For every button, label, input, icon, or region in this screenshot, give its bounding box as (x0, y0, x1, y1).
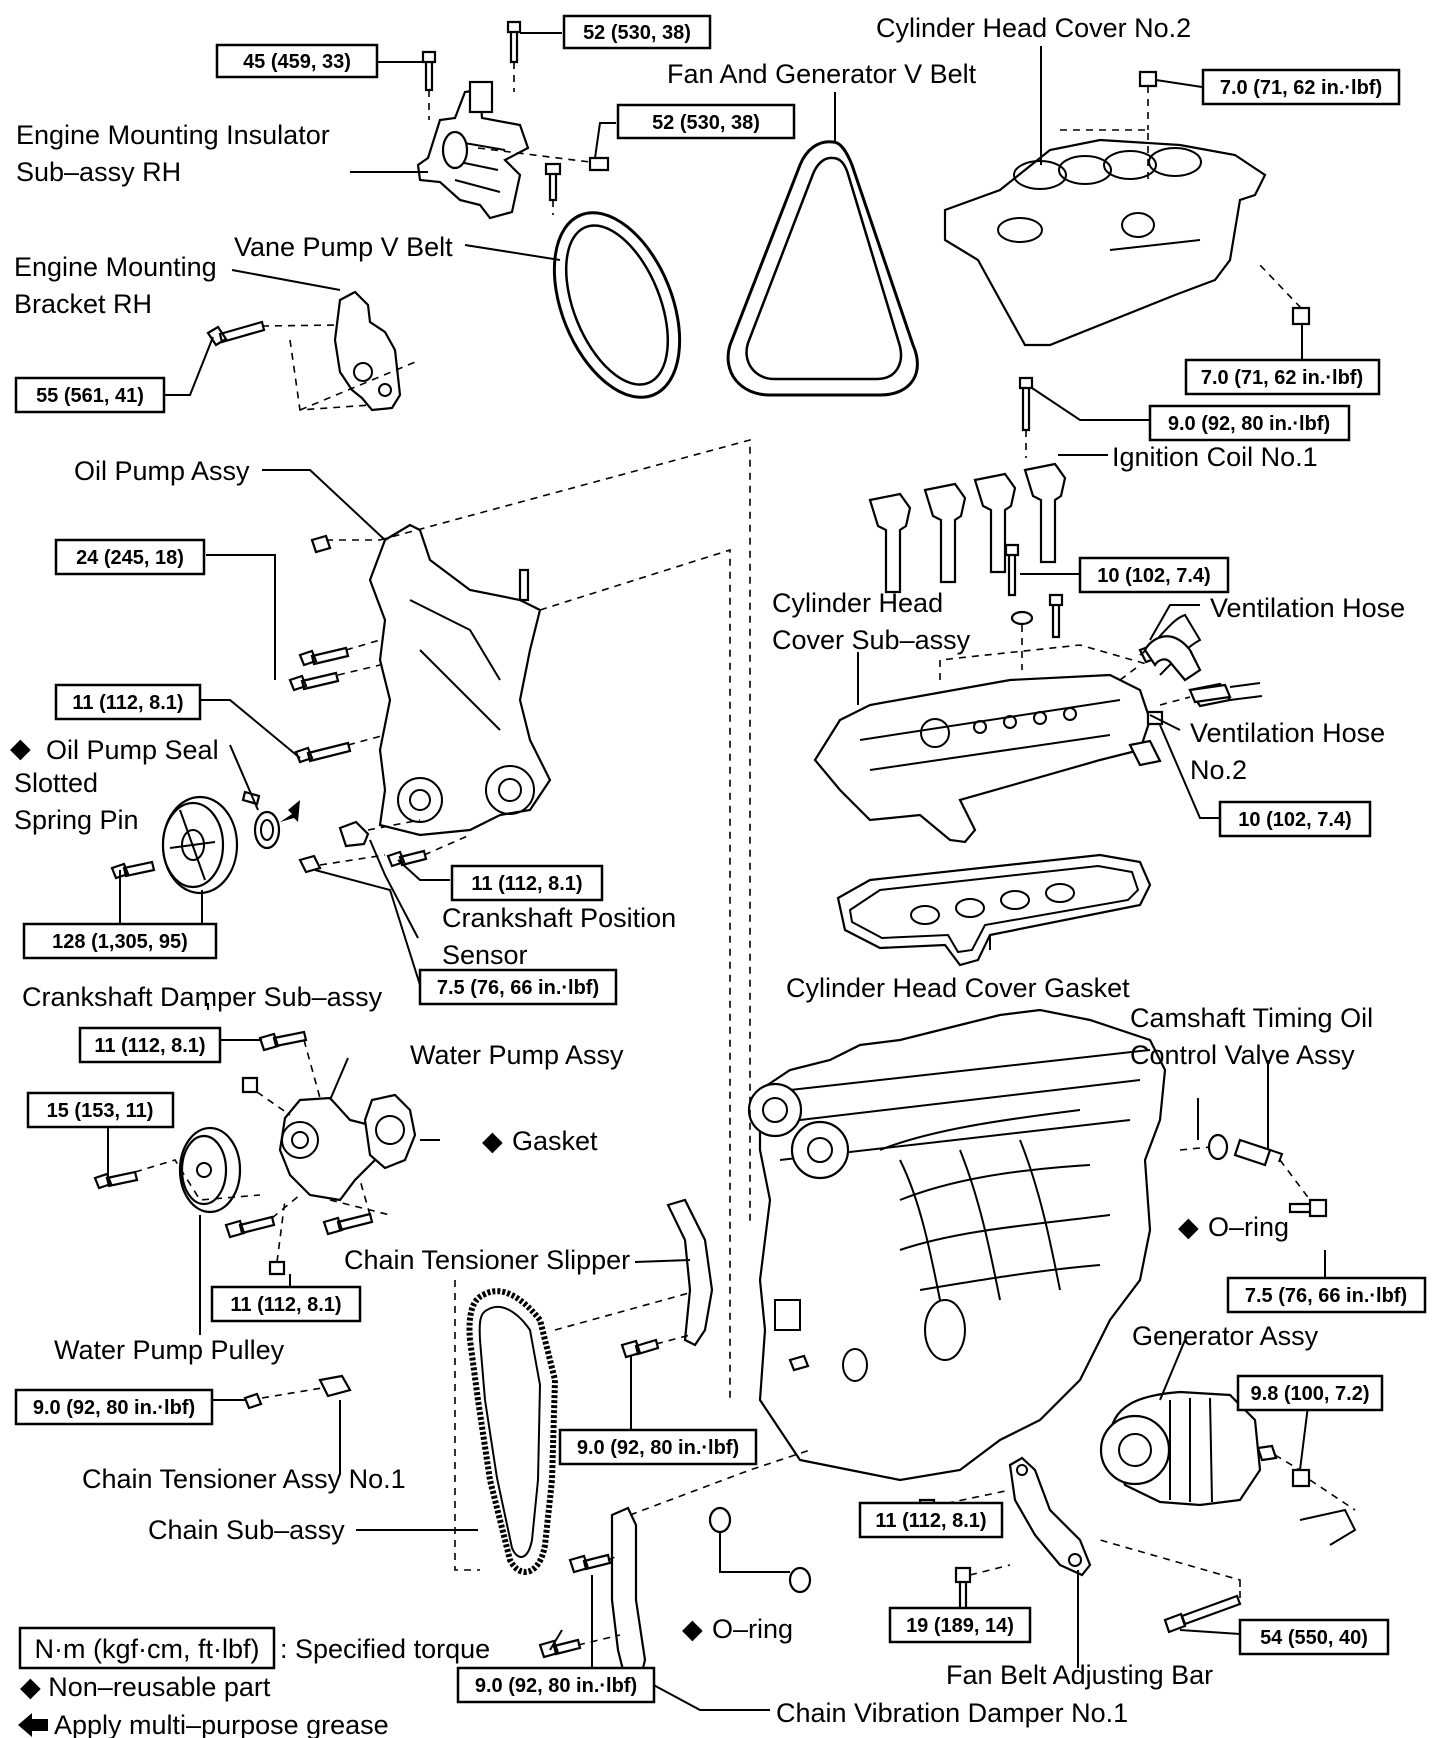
torque-55: 55 (561, 41) (36, 385, 144, 407)
torque-9-0-tensioner: 9.0 (92, 80 in.·lbf) (33, 1397, 195, 1419)
label-slotted-spring-pin: Slotted (14, 768, 98, 798)
insulator-bolts (421, 20, 610, 215)
generator-assy (1099, 1390, 1357, 1546)
label-cylinder-head-cover-no2: Cylinder Head Cover No.2 (876, 13, 1191, 43)
ventilation-hoses (1119, 635, 1263, 726)
oil-pump-seal-symbol: ◆ (10, 733, 31, 763)
torque-11-bar: 11 (112, 8.1) (875, 1510, 986, 1532)
label-chain-tensioner-slipper: Chain Tensioner Slipper (344, 1245, 630, 1275)
torque-10-upper: 10 (102, 7.4) (1097, 565, 1210, 587)
label-oil-pump-seal: Oil Pump Seal (46, 735, 219, 765)
label-gasket: Gasket (512, 1126, 598, 1156)
part-labels: Cylinder Head Cover No.2 Fan And Generat… (10, 13, 1405, 1728)
torque-24: 24 (245, 18) (76, 547, 184, 569)
torque-7-5-ocv: 7.5 (76, 66 in.·lbf) (1245, 1285, 1407, 1307)
torque-52-top: 52 (530, 38) (583, 22, 691, 44)
water-pump-pulley (93, 1126, 261, 1214)
torque-11-sensor: 11 (112, 8.1) (471, 873, 582, 895)
label-vane-pump-v-belt: Vane Pump V Belt (234, 232, 453, 262)
torque-45: 45 (459, 33) (243, 51, 351, 73)
label-oil-pump-assy: Oil Pump Assy (74, 456, 250, 486)
crankshaft-position-sensor (298, 819, 421, 874)
label-engine-mounting-bracket-2: Bracket RH (14, 289, 152, 319)
chain-tensioner-slipper (620, 1198, 714, 1359)
gasket-symbol: ◆ (482, 1126, 503, 1156)
torque-11-oil-pump: 11 (112, 8.1) (72, 692, 183, 714)
label-crankshaft-position-sensor-2: Sensor (442, 940, 528, 970)
torque-10-lower: 10 (102, 7.4) (1238, 809, 1351, 831)
label-o-ring-lower: O–ring (712, 1614, 793, 1644)
label-chain-subassy: Chain Sub–assy (148, 1515, 345, 1545)
torque-9-0-damper: 9.0 (92, 80 in.·lbf) (475, 1675, 637, 1697)
vane-pump-v-belt (552, 211, 682, 399)
label-slotted-spring-pin-2: Spring Pin (14, 805, 139, 835)
cylinder-head-cover-gasket (836, 853, 1152, 967)
engine-block (747, 1008, 1167, 1482)
label-cyl-head-cover-subassy-2: Cover Sub–assy (772, 625, 971, 655)
oil-pump-seal (241, 790, 300, 850)
ignition-coils (868, 376, 1067, 594)
legend-non-reusable: ◆ Non–reusable part (20, 1672, 271, 1702)
legend-grease: Apply multi–purpose grease (54, 1710, 389, 1738)
torque-11-water-pump: 11 (112, 8.1) (94, 1035, 205, 1057)
chain-tensioner-assy (243, 1374, 352, 1410)
torque-52-mid: 52 (530, 38) (652, 112, 760, 134)
torque-54: 54 (550, 40) (1260, 1627, 1368, 1649)
label-engine-mounting-insulator-2: Sub–assy RH (16, 157, 181, 187)
fan-generator-v-belt (726, 140, 919, 397)
cylinder-head-cover-no2 (943, 70, 1311, 347)
label-ventilation-hose-no2-2: No.2 (1190, 755, 1247, 785)
o-ring-upper-symbol: ◆ (1178, 1212, 1199, 1242)
label-water-pump-assy: Water Pump Assy (410, 1040, 624, 1070)
label-water-pump-pulley: Water Pump Pulley (54, 1335, 285, 1365)
legend: N·m (kgf·cm, ft·lbf) : Specified torque … (18, 1626, 490, 1738)
label-crankshaft-position-sensor: Crankshaft Position (442, 903, 676, 933)
chain-subassy (454, 1280, 701, 1575)
label-chain-vibration-damper: Chain Vibration Damper No.1 (776, 1698, 1128, 1728)
torque-7-0-mid: 7.0 (71, 62 in.·lbf) (1201, 367, 1363, 389)
torque-11-pulley: 11 (112, 8.1) (230, 1294, 341, 1316)
torque-15: 15 (153, 11) (47, 1100, 154, 1122)
label-crankshaft-damper: Crankshaft Damper Sub–assy (22, 982, 383, 1012)
label-ventilation-hose: Ventilation Hose (1210, 593, 1405, 623)
chain-vibration-damper (538, 1449, 812, 1682)
label-fan-generator-v-belt: Fan And Generator V Belt (667, 59, 977, 89)
label-ignition-coil-no1: Ignition Coil No.1 (1112, 442, 1318, 472)
water-pump-assy (224, 1030, 417, 1276)
label-ventilation-hose-no2: Ventilation Hose (1190, 718, 1385, 748)
oil-pump-assy (288, 438, 751, 1400)
label-engine-mounting-bracket: Engine Mounting (14, 252, 217, 282)
label-fan-belt-adjusting-bar: Fan Belt Adjusting Bar (946, 1660, 1213, 1690)
cylinder-head-cover-subassy (813, 543, 1232, 844)
label-o-ring-upper: O–ring (1208, 1212, 1289, 1242)
label-generator-assy: Generator Assy (1132, 1321, 1319, 1351)
legend-unit-text: : Specified torque (280, 1634, 490, 1664)
engine-mounting-insulator (416, 80, 530, 220)
label-chain-tensioner-assy-no1: Chain Tensioner Assy No.1 (82, 1464, 406, 1494)
leader-lines (199, 46, 1269, 1711)
torque-9-8: 9.8 (100, 7.2) (1251, 1383, 1370, 1405)
label-camshaft-timing-ocv-2: Control Valve Assy (1130, 1040, 1355, 1070)
torque-boxes: 52 (530, 38) 45 (459, 33) 52 (530, 38) 7… (14, 14, 1427, 1704)
label-camshaft-timing-ocv: Camshaft Timing Oil (1130, 1003, 1373, 1033)
torque-7-0-top: 7.0 (71, 62 in.·lbf) (1220, 77, 1382, 99)
torque-9-0-coil: 9.0 (92, 80 in.·lbf) (1168, 413, 1330, 435)
crankshaft-damper (110, 795, 239, 895)
legend-unit-box: N·m (kgf·cm, ft·lbf) (35, 1634, 260, 1664)
camshaft-timing-ocv (1179, 1133, 1328, 1218)
grease-arrow-icon (18, 1713, 48, 1737)
torque-7-5-sensor: 7.5 (76, 66 in.·lbf) (437, 977, 599, 999)
torque-9-0-slipper: 9.0 (92, 80 in.·lbf) (577, 1437, 739, 1459)
label-cylinder-head-cover-gasket: Cylinder Head Cover Gasket (786, 973, 1130, 1003)
label-cyl-head-cover-subassy: Cylinder Head (772, 588, 943, 618)
torque-128: 128 (1,305, 95) (52, 931, 188, 953)
engine-mounting-bracket (206, 290, 421, 412)
label-engine-mounting-insulator: Engine Mounting Insulator (16, 120, 330, 150)
o-ring-lower-symbol: ◆ (682, 1614, 703, 1644)
torque-19: 19 (189, 14) (906, 1615, 1014, 1637)
